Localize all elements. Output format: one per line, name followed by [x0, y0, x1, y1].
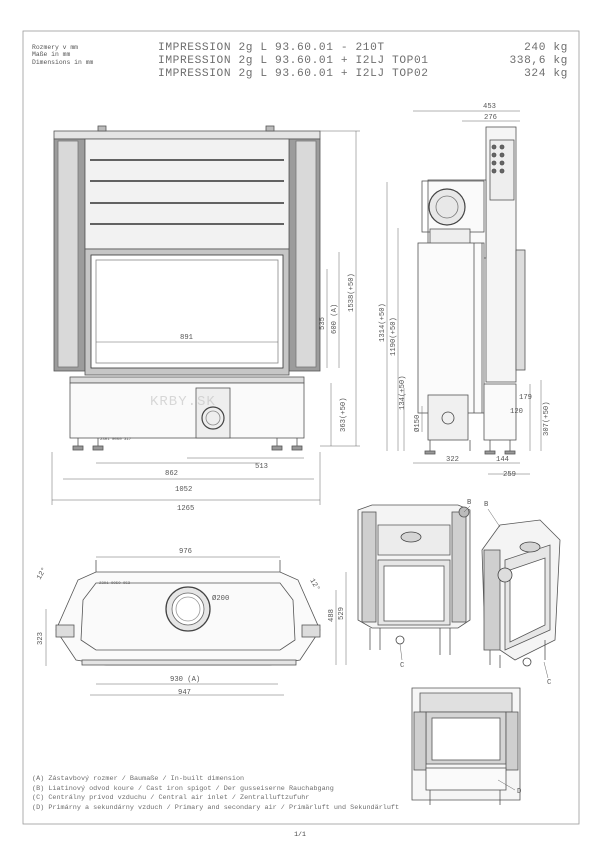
legend: (A) Zástavbový rozmer / Baumaße / In-bui…: [32, 775, 399, 813]
side-dim-179: 179: [519, 394, 532, 402]
top-dim-12b: 12°: [307, 577, 321, 593]
model-list: IMPRESSION 2g L 93.60.01 - 210T 240 kg I…: [158, 42, 568, 82]
iso-view-right: [481, 519, 561, 668]
side-view: [417, 126, 526, 455]
front-dim-1265: 1265: [177, 505, 194, 513]
side-dim-307: 307(+50): [543, 401, 551, 436]
iso-label-c2: C: [547, 679, 552, 687]
front-view: [53, 125, 321, 451]
model-row: IMPRESSION 2g L 93.60.01 + I2LJ TOP02 32…: [158, 68, 568, 81]
top-dim-529: 529: [338, 607, 346, 620]
iso-label-b2: B: [484, 501, 489, 509]
legend-item-a: (A) Zástavbový rozmer / Baumaße / In-bui…: [32, 775, 245, 783]
legend-item-b: (B) Liatinový odvod koure / Cast iron sp…: [32, 784, 334, 793]
model-weight: 338,6 kg: [509, 55, 568, 68]
side-dim-1314: 1314(+50): [379, 303, 387, 342]
side-dim-259: 259: [503, 471, 516, 479]
top-dim-930a: 930 (A): [170, 676, 200, 684]
top-dim-d200: Ø200: [212, 594, 229, 603]
side-dim-1190: 1190(+50): [390, 317, 398, 356]
front-dim-891: 891: [180, 334, 193, 342]
side-dimensions: [386, 110, 542, 475]
model-row: IMPRESSION 2g L 93.60.01 + I2LJ TOP01 33…: [158, 55, 568, 68]
top-dimensions: [45, 556, 347, 696]
watermark: KRBY.SK: [150, 394, 216, 410]
side-dim-276: 276: [484, 114, 497, 122]
front-dim-1538: 1538(+50): [348, 273, 356, 312]
side-dim-120: 120: [510, 408, 523, 416]
legend-item-c: (C) Centrálny prívod vzduchu / Central a…: [32, 794, 310, 803]
front-dim-1052: 1052: [175, 486, 192, 494]
top-dim-323: 323: [37, 632, 45, 645]
top-dim-12a: 12°: [35, 566, 49, 582]
top-dim-488: 488: [328, 609, 336, 622]
top-dim-947: 947: [178, 689, 191, 697]
front-dim-535: 535: [319, 317, 327, 330]
front-dim-600a: 600 (A): [331, 304, 339, 334]
side-dim-322: 322: [446, 456, 459, 464]
label-leaders: [399, 505, 549, 791]
model-weight: 324 kg: [524, 68, 568, 81]
front-dim-513: 513: [255, 463, 268, 471]
unit-label: Rozmery v mm Maße in mm Dimensions in mm: [32, 44, 93, 66]
model-name: IMPRESSION 2g L 93.60.01 + I2LJ TOP01: [158, 55, 429, 68]
page-number: 1/1: [294, 831, 306, 838]
legend-item-d: (D) Primárny a sekundárny vzduch / Prima…: [32, 803, 400, 812]
drawing-frame: [22, 30, 580, 825]
side-dim-d150: Ø150: [413, 415, 422, 432]
top-dim-976: 976: [179, 548, 192, 556]
front-dim-862: 862: [165, 470, 178, 478]
unit-label-en: Dimensions in mm: [32, 58, 94, 66]
front-dim-363: 363(+50): [340, 397, 348, 432]
model-name: IMPRESSION 2g L 93.60.01 - 210T: [158, 42, 385, 54]
unit-label-sk: Rozmery v mm: [32, 44, 79, 51]
model-weight: 240 kg: [524, 42, 568, 54]
unit-label-de: Maße in mm: [32, 51, 71, 59]
iso-view-left: [357, 504, 471, 655]
iso-view-bottom: [411, 687, 521, 805]
iso-label-b1: B: [467, 499, 472, 507]
model-row: IMPRESSION 2g L 93.60.01 - 210T 240 kg: [158, 42, 568, 55]
iso-label-d1: D: [517, 788, 521, 796]
side-dim-134: 134(+50): [399, 375, 407, 410]
top-view: [55, 560, 321, 666]
front-serial: 2301 0050 317: [100, 438, 132, 442]
side-dim-144: 144: [496, 456, 509, 464]
iso-label-c1: C: [400, 662, 405, 670]
side-dim-453: 453: [483, 103, 496, 111]
model-name: IMPRESSION 2g L 93.60.01 + I2LJ TOP02: [158, 68, 429, 81]
front-dimensions: [51, 130, 360, 505]
top-serial: 2301 0050 053: [99, 582, 131, 586]
